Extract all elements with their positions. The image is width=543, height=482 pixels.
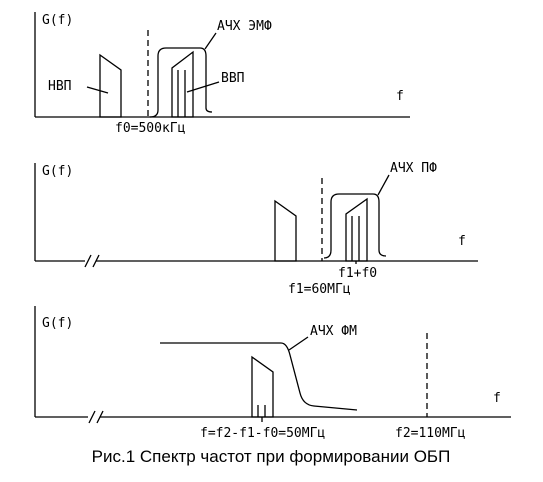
panel-3-filter-label: АЧХ ФМ	[310, 324, 357, 339]
panel-2-axis-break-a	[84, 254, 92, 268]
panel-2-lower-sideband	[274, 199, 297, 262]
panel-1-filter-response	[149, 47, 213, 118]
panel-1-filter-label: АЧХ ЭМФ	[217, 19, 272, 34]
panel-1-upper-sideband	[171, 50, 194, 118]
panel-2-carrier-label: f1=60МГц	[288, 282, 351, 297]
panel-1-x-axis-label: f	[396, 89, 404, 104]
panel-3-filter-pointer	[288, 336, 309, 351]
panel-3-filter-response	[160, 342, 358, 411]
panel-1-lower-sideband-pointer	[86, 86, 109, 94]
panel-1-filter-pointer	[204, 32, 217, 50]
panel-1-lower-sideband-label: НВП	[48, 79, 71, 94]
panel-1: G(f) f НВП f0=500кГц ВВП АЧХ ЭМФ	[34, 12, 410, 136]
figure-caption: Рис.1 Спектр частот при формировании ОБП	[92, 447, 451, 466]
panel-1-upper-sideband-pointer	[186, 81, 220, 93]
panel-3-x-axis-label: f	[493, 391, 501, 406]
panel-1-upper-sideband-label: ВВП	[221, 71, 244, 86]
panel-2-filter-label: АЧХ ПФ	[390, 161, 437, 176]
panel-1-carrier-label: f0=500кГц	[115, 121, 186, 136]
panel-3-sideband	[251, 355, 274, 418]
panel-2-filter-pointer	[377, 174, 390, 196]
panel-3-result-label: f=f2-f1-f0=50МГц	[200, 426, 325, 441]
panel-3-carrier-label: f2=110МГц	[395, 426, 466, 441]
panel-1-y-axis-label: G(f)	[42, 13, 73, 28]
panel-3: G(f) f АЧХ ФМ f=f2-f1-f0=50МГц f2=110МГц	[34, 306, 511, 441]
panel-3-y-axis-label: G(f)	[42, 316, 73, 331]
panel-2-upper-sideband	[345, 197, 368, 262]
panel-3-axis-break-a	[88, 410, 96, 424]
panel-2-filter-response	[323, 193, 387, 259]
panel-2-sum-label: f1+f0	[338, 266, 377, 281]
panel-2-y-axis-label: G(f)	[42, 164, 73, 179]
panel-2: G(f) f f1=60МГц f1+f0 АЧХ ПФ	[34, 161, 478, 297]
panel-1-lower-sideband	[99, 53, 122, 118]
panel-2-x-axis-label: f	[458, 234, 466, 249]
